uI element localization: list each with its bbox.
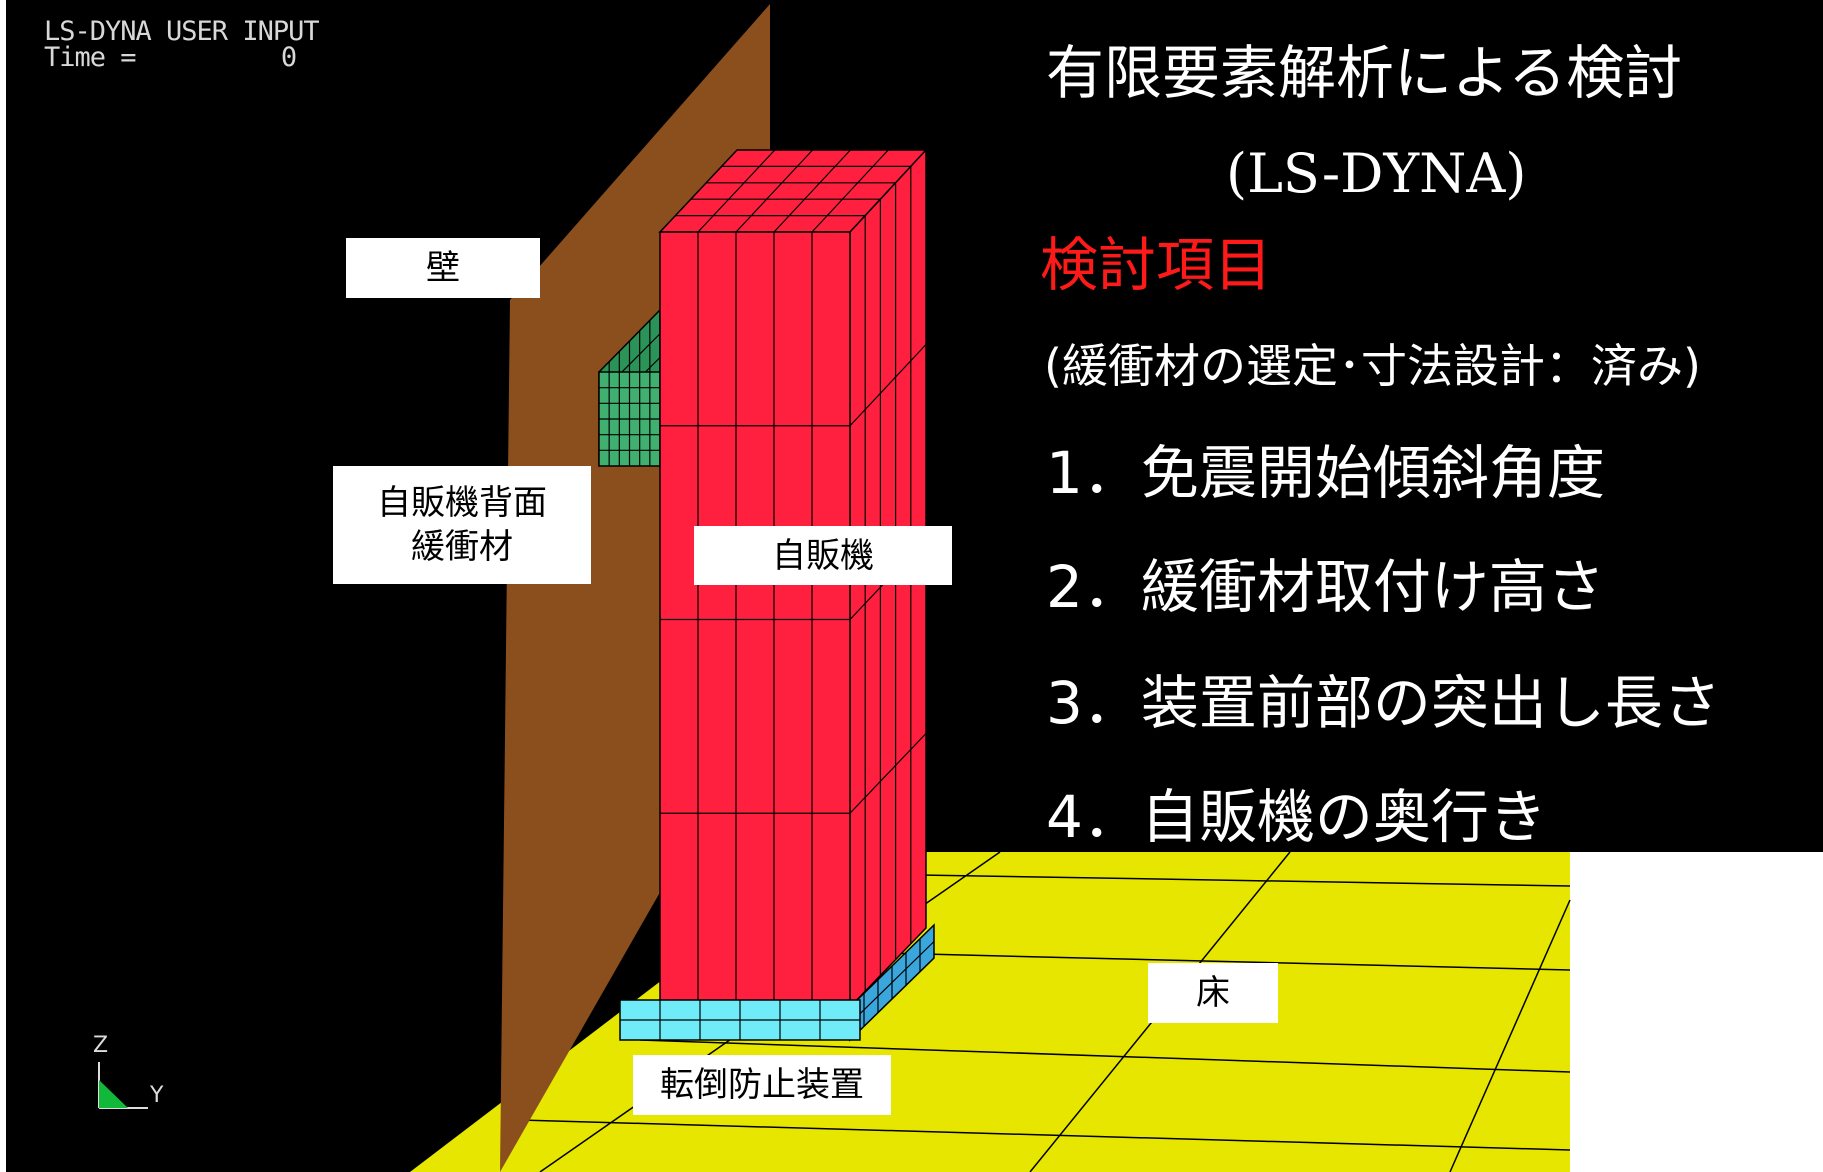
back-cushion-label-line1: 自販機背面 xyxy=(377,483,547,523)
floor-mesh-line xyxy=(639,1039,1571,1073)
time-label: Time = xyxy=(44,42,137,73)
floor-mesh-line xyxy=(859,873,1571,887)
triad-plane-marker xyxy=(99,1080,128,1108)
wall-label: 壁 xyxy=(346,238,540,298)
panel-note: (緩衝材の選定･寸法設計：済み) xyxy=(1044,339,1701,393)
time-readout: Time = 0 xyxy=(44,42,297,73)
back-cushion-label-line2: 緩衝材 xyxy=(411,527,513,567)
items-title: 検討項目 xyxy=(1040,231,1273,299)
vending-machine-label: 自販機 xyxy=(694,526,952,585)
machine-top-mesh-line xyxy=(773,149,851,233)
item-2: 2．緩衝材取付け高さ xyxy=(1046,553,1605,621)
machine-top-mesh-line xyxy=(735,149,814,233)
time-value: 0 xyxy=(280,42,297,73)
item-3: 3．装置前部の突出し長さ xyxy=(1046,669,1721,737)
info-panel-background xyxy=(1020,0,1823,852)
panel-subheading: (LS-DYNA) xyxy=(1226,142,1527,205)
item-4: 4．自販機の奥行き xyxy=(1046,783,1547,851)
back-cushion-label: 自販機背面 緩衝材 xyxy=(333,466,591,584)
machine-side-mesh-line xyxy=(849,344,927,427)
anti-tip-device-side-mesh-line xyxy=(849,941,935,1024)
anti-tip-device-label: 転倒防止装置 xyxy=(633,1055,891,1115)
software-title: LS-DYNA USER INPUT xyxy=(44,16,320,47)
floor-label: 床 xyxy=(1148,963,1278,1023)
machine-top-mesh-line xyxy=(697,149,776,233)
item-1: 1．免震開始傾斜角度 xyxy=(1046,439,1605,507)
floor-mesh-line xyxy=(1449,899,1571,1172)
floor-mesh-line xyxy=(519,1119,1571,1151)
machine-top-mesh-line xyxy=(811,149,889,233)
panel-heading: 有限要素解析による検討 xyxy=(1046,39,1683,107)
machine-side-mesh-line xyxy=(849,733,927,814)
triad-z-label: Z xyxy=(93,1033,108,1058)
triad-y-label: Y xyxy=(149,1083,164,1108)
